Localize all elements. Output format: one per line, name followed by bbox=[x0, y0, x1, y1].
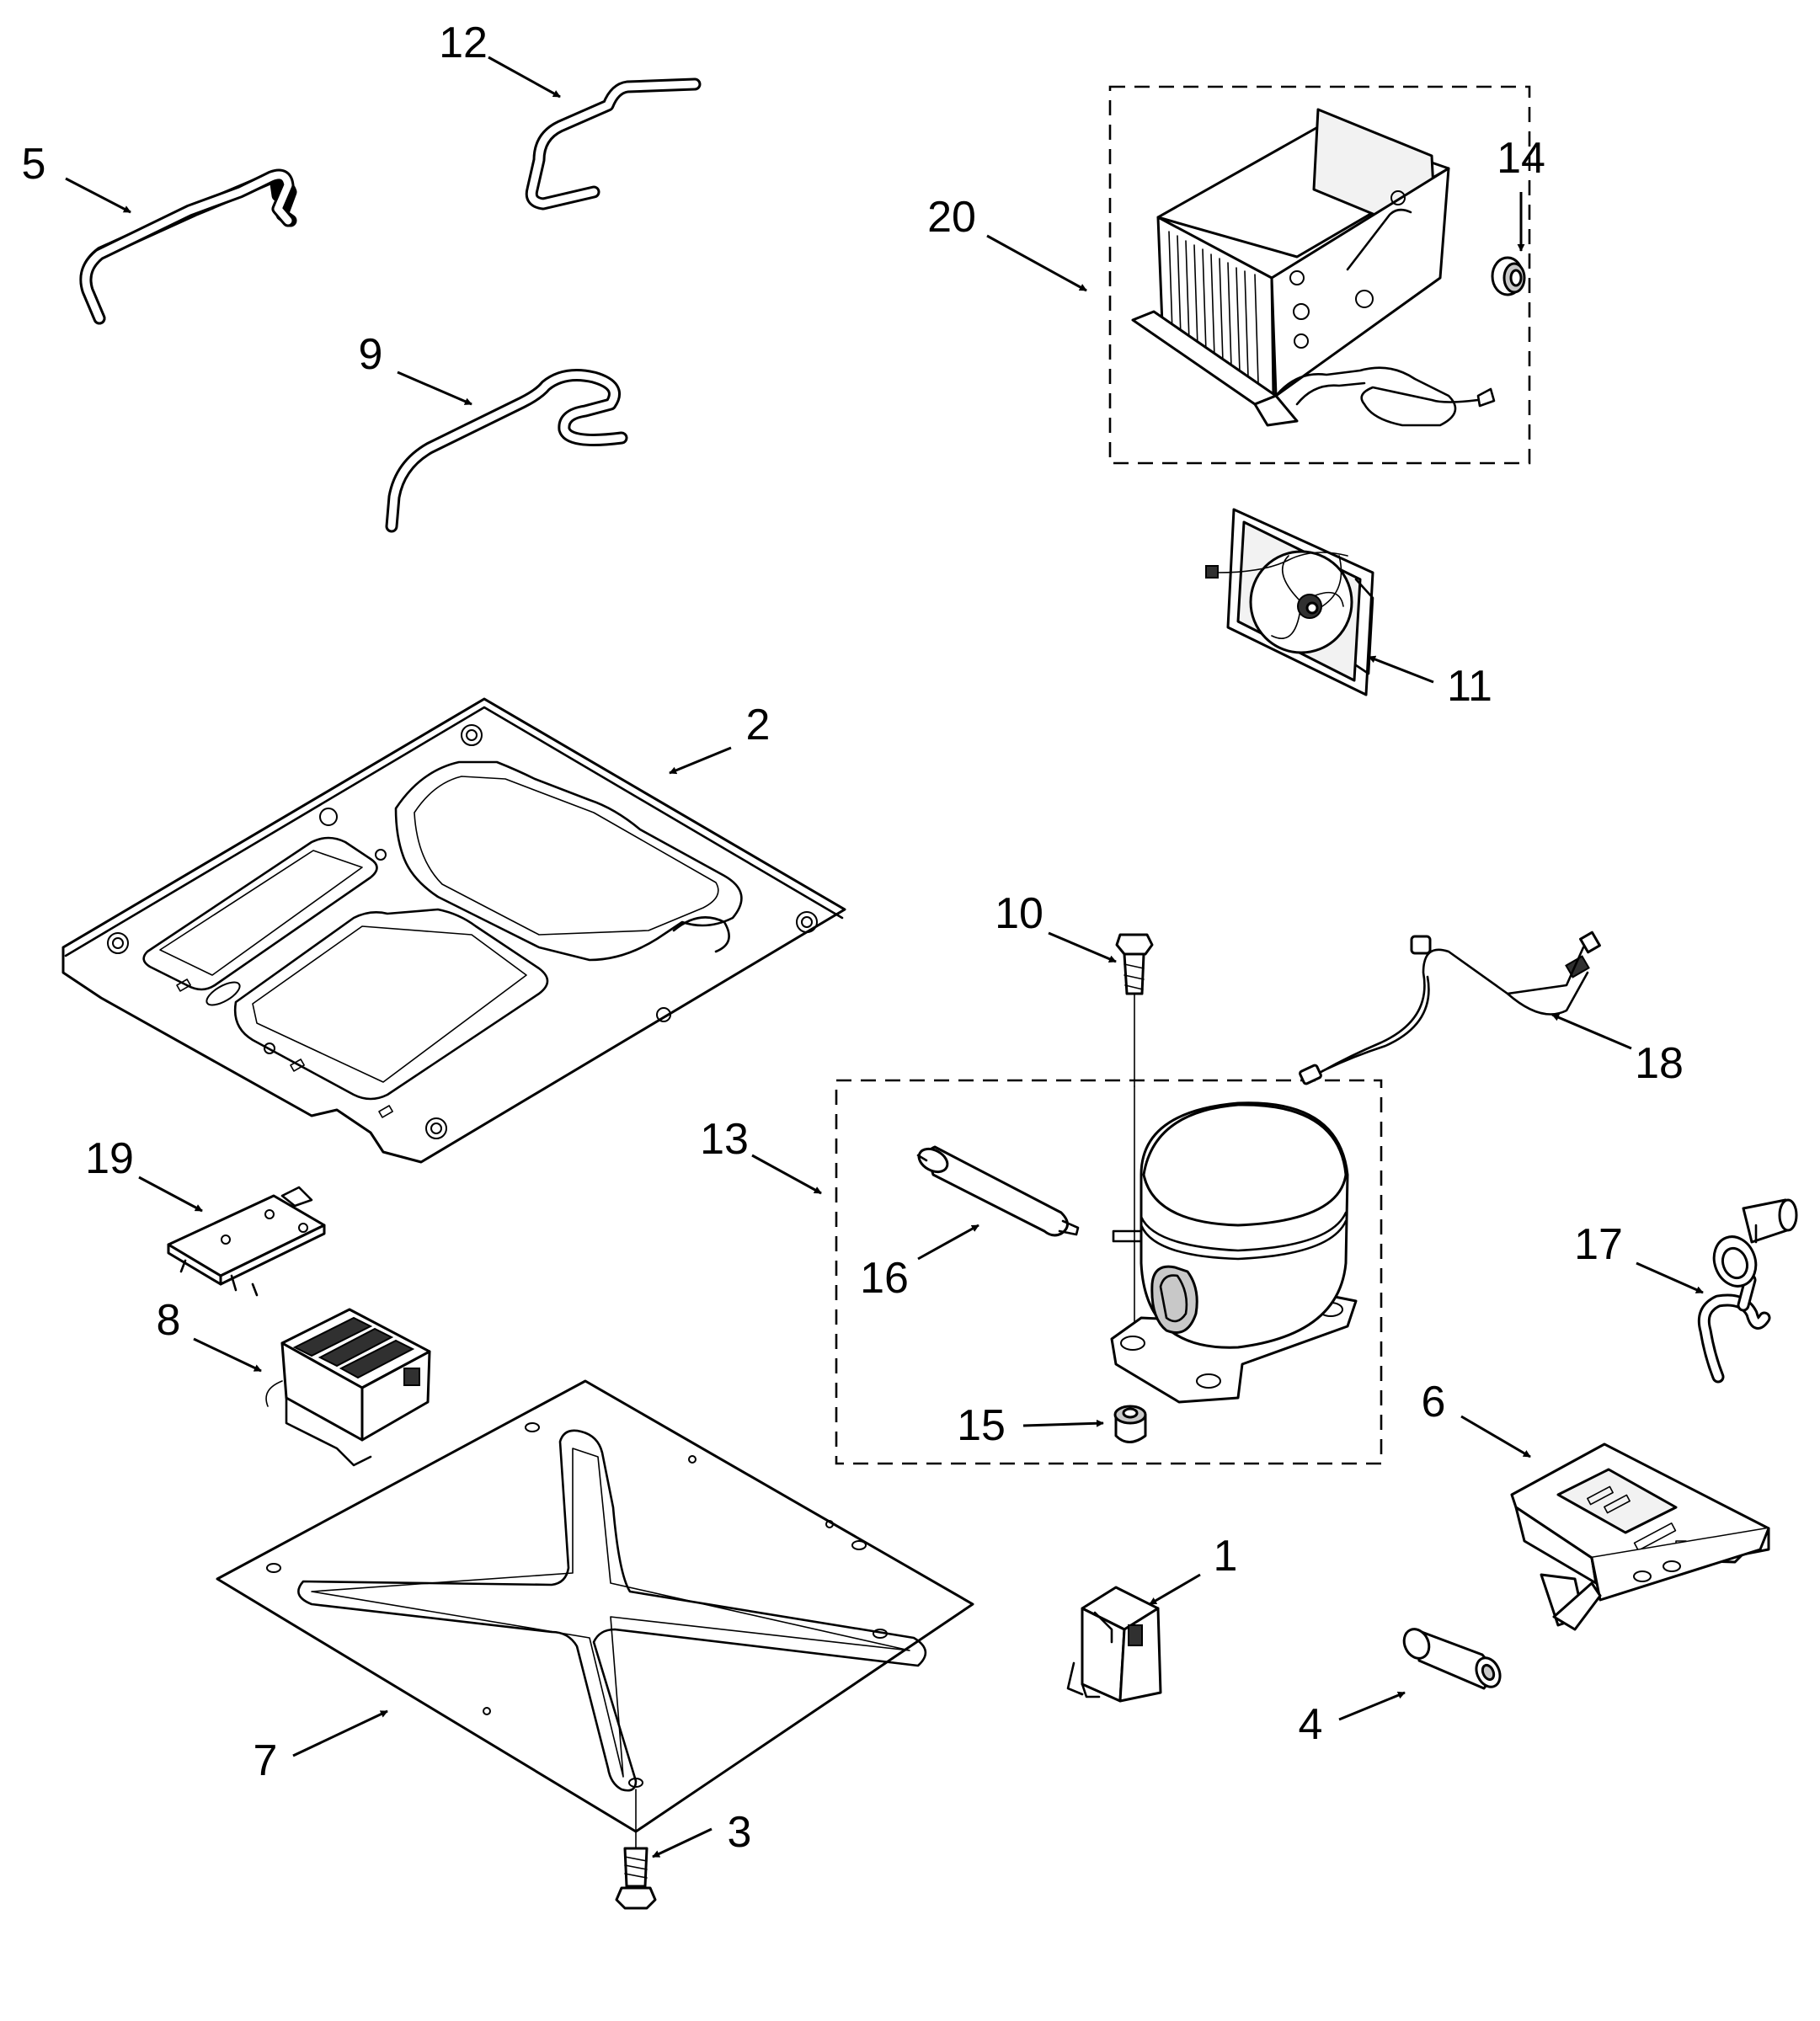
callout-18: 18 bbox=[1635, 1039, 1684, 1088]
leader-arrows bbox=[65, 56, 1704, 1858]
part-4-sleeve[interactable] bbox=[1400, 1625, 1505, 1691]
callout-7: 7 bbox=[254, 1736, 278, 1785]
callout-19: 19 bbox=[85, 1134, 134, 1183]
callout-10: 10 bbox=[995, 889, 1043, 938]
callout-20: 20 bbox=[927, 193, 976, 242]
part-8-control-module[interactable] bbox=[265, 1308, 431, 1467]
callout-8: 8 bbox=[157, 1296, 181, 1345]
part-16-drier[interactable] bbox=[915, 1144, 1080, 1237]
callout-6: 6 bbox=[1422, 1378, 1446, 1426]
callout-11: 11 bbox=[1447, 662, 1492, 711]
callout-labels: 1 2 3 4 5 6 7 8 9 10 11 12 13 14 15 16 1… bbox=[22, 19, 1684, 1857]
part-2-base-pan[interactable] bbox=[61, 697, 846, 1164]
part-20-group-box bbox=[1108, 85, 1531, 465]
part-13-compressor[interactable] bbox=[1110, 1085, 1358, 1404]
callout-13: 13 bbox=[700, 1115, 749, 1164]
part-10-screw[interactable] bbox=[1115, 933, 1154, 1087]
part-6-tray[interactable] bbox=[1510, 1442, 1770, 1631]
callout-14: 14 bbox=[1497, 134, 1545, 183]
part-17-drain-fitting[interactable] bbox=[1697, 1198, 1798, 1384]
callout-5: 5 bbox=[22, 140, 46, 189]
callout-17: 17 bbox=[1574, 1220, 1623, 1269]
part-11-fan-assembly[interactable] bbox=[1205, 508, 1374, 696]
part-19-bracket[interactable] bbox=[167, 1186, 326, 1297]
callout-15: 15 bbox=[957, 1401, 1006, 1450]
part-18-wire-harness[interactable] bbox=[1299, 931, 1601, 1085]
part-13-group-box bbox=[835, 1079, 1383, 1465]
part-3-screw[interactable] bbox=[615, 1789, 657, 1910]
part-15-grommet[interactable] bbox=[1113, 1405, 1147, 1443]
callout-4: 4 bbox=[1299, 1700, 1323, 1749]
part-7-cover-plate[interactable] bbox=[216, 1379, 974, 1833]
callout-2: 2 bbox=[746, 701, 771, 749]
part-12-tube[interactable] bbox=[525, 77, 702, 211]
callout-1: 1 bbox=[1214, 1532, 1238, 1581]
part-14-grommet[interactable] bbox=[1491, 256, 1526, 296]
callout-16: 16 bbox=[860, 1254, 909, 1303]
callout-9: 9 bbox=[359, 330, 383, 379]
part-9-tube[interactable] bbox=[385, 369, 628, 533]
part-20-evaporator-assembly[interactable] bbox=[1131, 108, 1496, 427]
callout-3: 3 bbox=[728, 1808, 752, 1857]
part-1-relay[interactable] bbox=[1066, 1586, 1162, 1703]
callout-12: 12 bbox=[439, 19, 488, 67]
part-5-tube[interactable] bbox=[79, 168, 297, 325]
